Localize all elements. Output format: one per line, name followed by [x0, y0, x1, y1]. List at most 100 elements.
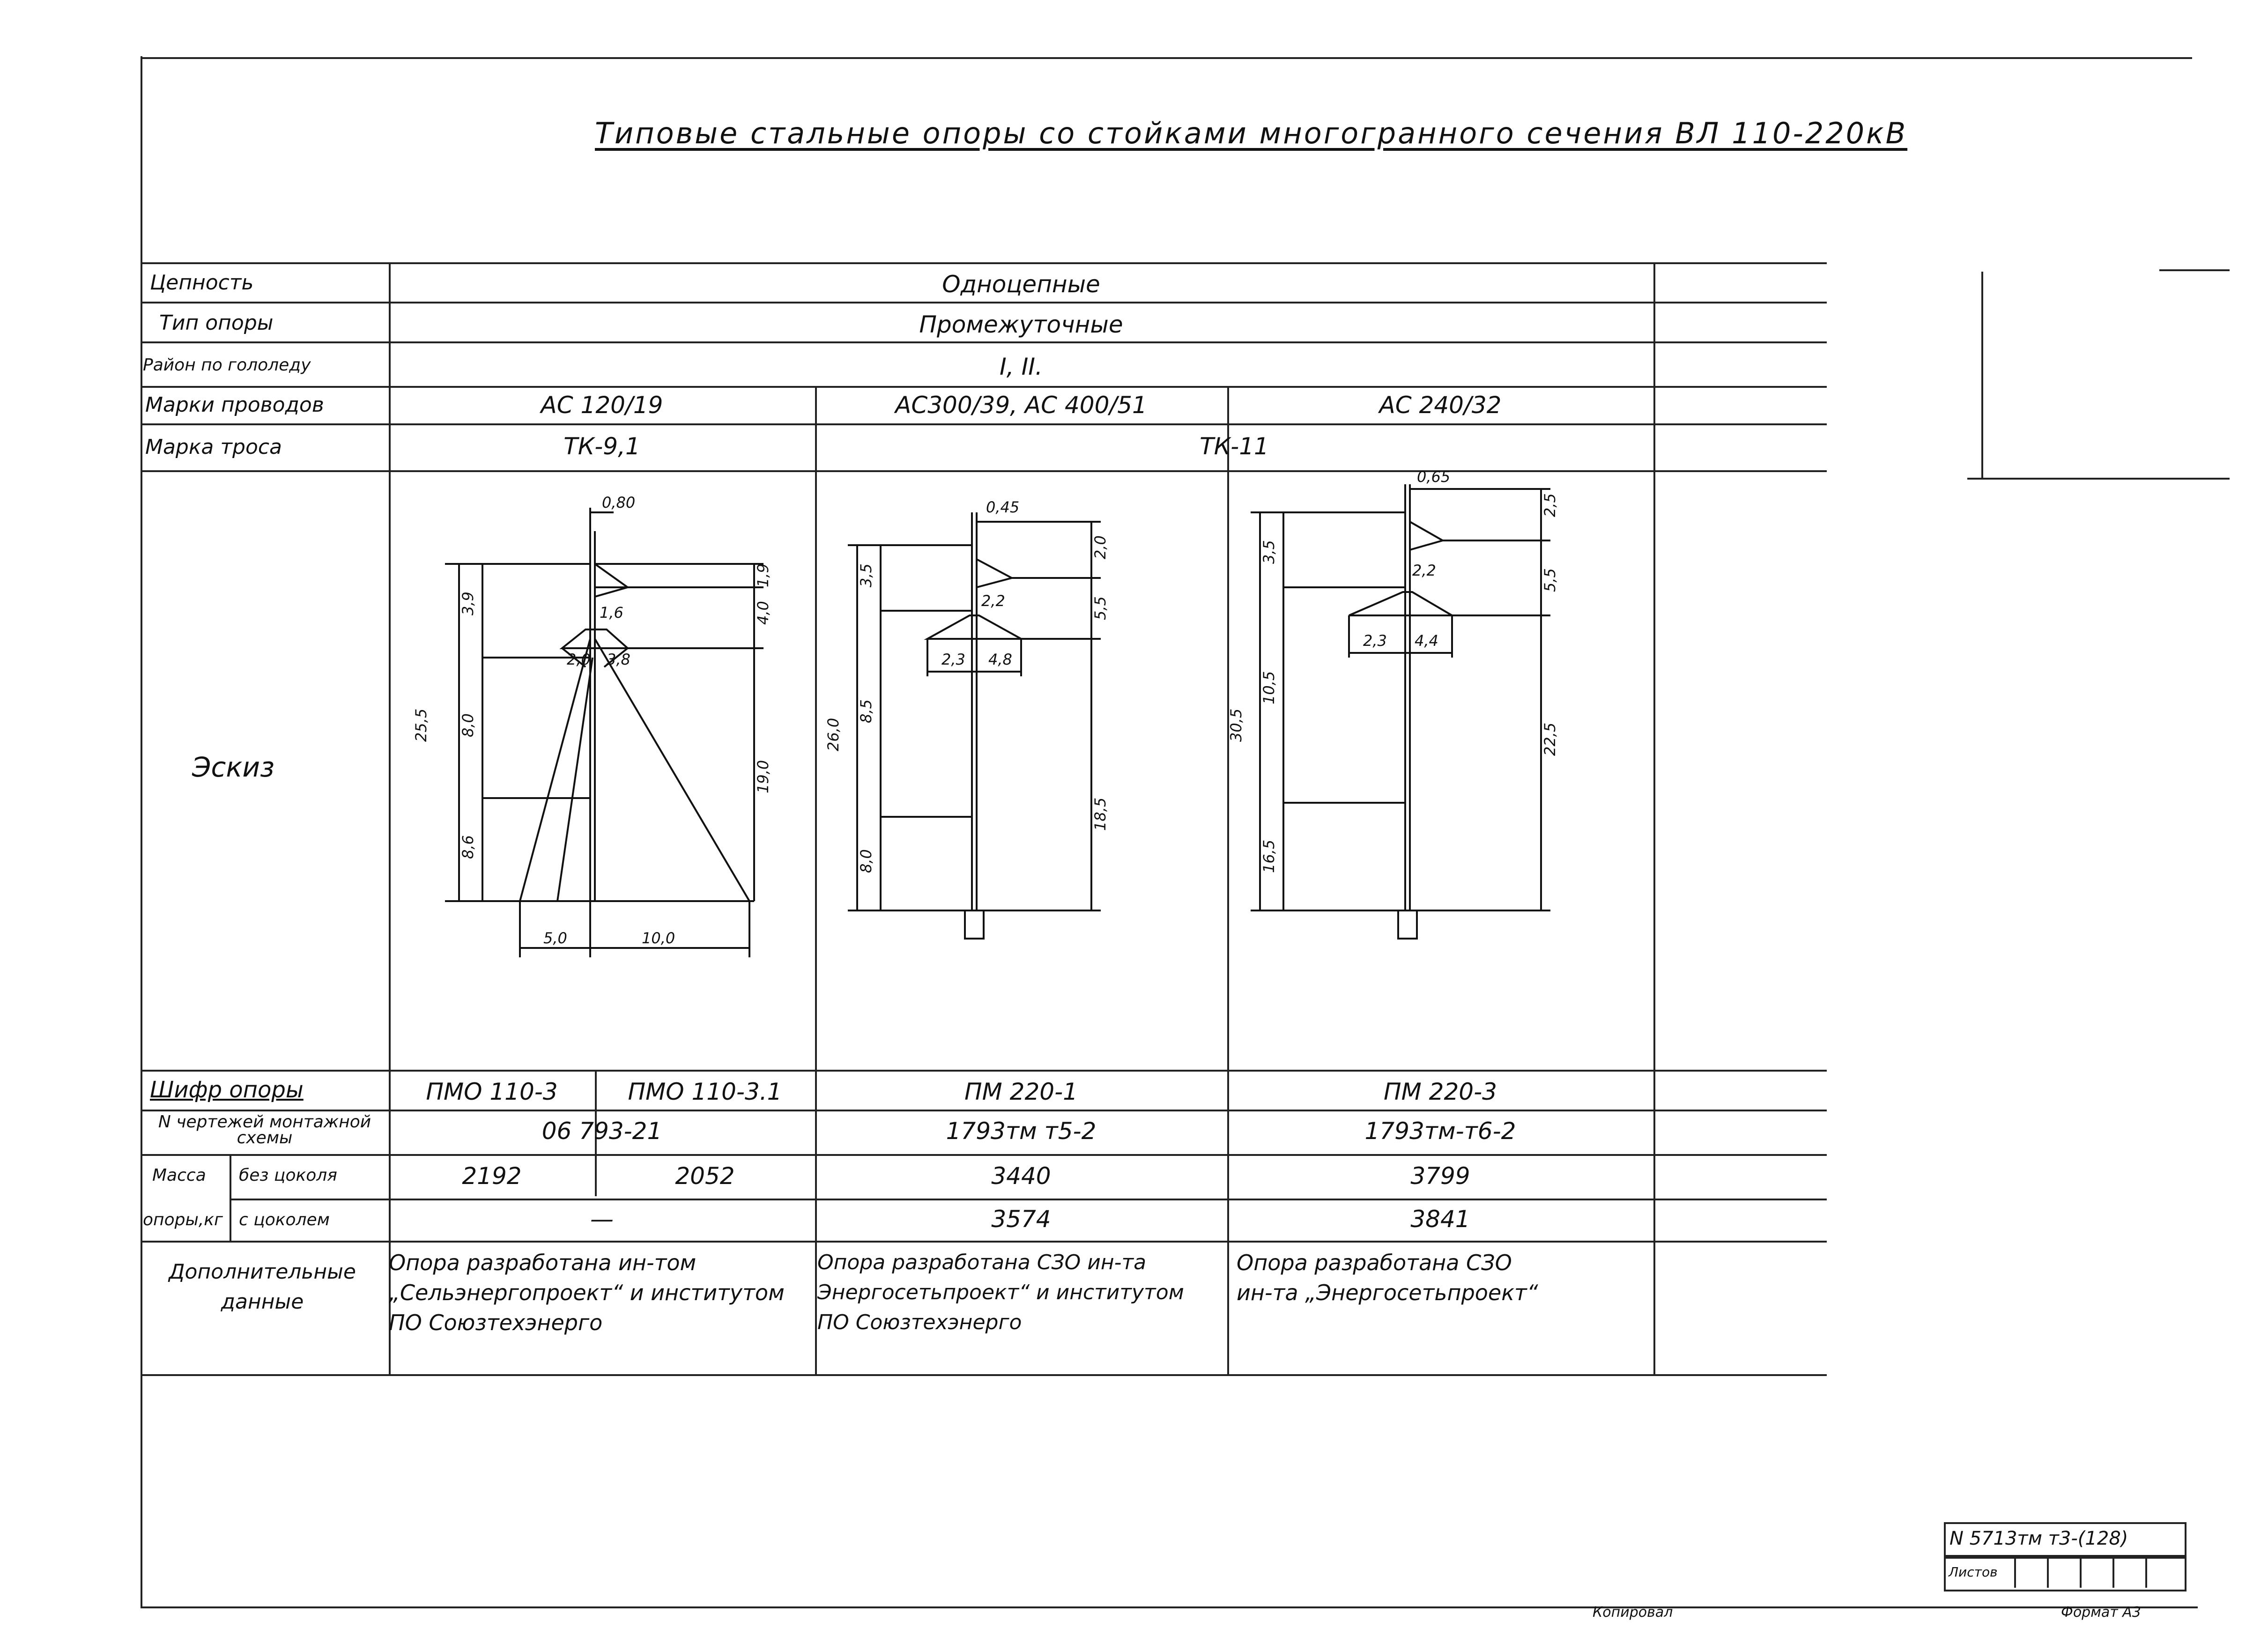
value-mass-anchor-2: 3574: [991, 1206, 1051, 1233]
value-wire-1: АС 120/19: [541, 392, 663, 419]
t1-r2: 4,0: [754, 601, 772, 625]
stamp-sheet: Листов: [1949, 1564, 1998, 1580]
t3-a3: 4,4: [1415, 632, 1438, 650]
t1-h2: 8,0: [459, 713, 477, 737]
col-line: [595, 1070, 597, 1196]
value-mass-anchor-3: 3841: [1410, 1206, 1470, 1233]
label-ice-region: Район по гололеду: [143, 355, 311, 375]
col-line: [1653, 264, 1655, 1374]
value-code-1a: ПМО 110-3: [426, 1078, 558, 1105]
title-block-stamp: N 5713тм т3-(128) Листов: [1944, 1522, 2187, 1597]
extra-1-line: ПО Союзтехэнерго: [389, 1310, 603, 1335]
stamp-divider: [2080, 1555, 2082, 1588]
tower-2-sketch: 0,45 26,0 3,5 8,5 8,0 2,0 5,5 18,5 2,2 2…: [824, 498, 1109, 940]
col-line: [815, 386, 817, 1374]
t3-h1: 3,5: [1260, 540, 1278, 564]
copied-by: Копировал: [1593, 1604, 1673, 1621]
label-drawing-no: N чертежей монтажной схемы: [158, 1112, 371, 1147]
t2-top-dim: 0,45: [986, 498, 1019, 516]
value-drawing-3: 1793тм-т6-2: [1364, 1118, 1516, 1145]
label-mass: Масса: [152, 1166, 206, 1185]
t1-a1: 1,6: [600, 604, 623, 622]
row-line: [141, 302, 1827, 303]
t3-r1: 2,5: [1541, 493, 1559, 517]
value-mass-3: 3799: [1410, 1162, 1470, 1190]
value-mass-1a: 2192: [462, 1162, 522, 1190]
extra-2-line: Опора разработана СЗО ин-та: [817, 1251, 1147, 1274]
t3-h3: 16,5: [1260, 840, 1278, 873]
value-drawing-2: 1793тм т5-2: [946, 1118, 1097, 1145]
extra-3-line: ин-та „Энергосетьпроект“: [1237, 1280, 1538, 1305]
label-mass-unit: опоры,кг: [143, 1210, 223, 1229]
value-code-1b: ПМО 110-3.1: [628, 1078, 782, 1105]
row-line: [141, 1241, 1827, 1243]
t1-h1: 3,9: [459, 592, 477, 615]
t1-a3: 3,8: [607, 651, 630, 668]
row-line: [141, 1154, 1827, 1156]
value-mass-1b: 2052: [675, 1162, 735, 1190]
value-code-2: ПМ 220-1: [964, 1078, 1078, 1105]
t2-h-total: 26,0: [824, 718, 842, 751]
t3-a2: 2,3: [1363, 632, 1387, 650]
t2-h1: 3,5: [857, 563, 875, 587]
stamp-divider: [2112, 1555, 2114, 1588]
label-without-anchor: без цоколя: [239, 1166, 337, 1185]
tower-1-sketch: 0,80 25,5 3,9 8,0 8,6 1,9 4,0 19,0 1,6 2…: [412, 494, 772, 957]
tower-3-sketch: 0,65 30,5 3,5 10,5 16,5 2,5 5,5 22,5 2,2…: [1227, 470, 1559, 940]
t2-r2: 5,5: [1091, 596, 1109, 620]
value-ice-region: I, II.: [1000, 353, 1043, 380]
t3-r3: 22,5: [1541, 723, 1559, 756]
label-with-anchor: с цоколем: [239, 1210, 330, 1229]
t3-h2: 10,5: [1260, 671, 1278, 704]
label-wire-grade: Марки проводов: [145, 393, 324, 417]
col-line: [230, 1154, 231, 1241]
extra-2-line: Энергосетьпроект“ и институтом: [817, 1280, 1184, 1304]
t3-top-dim: 0,65: [1417, 470, 1450, 486]
label-type: Тип опоры: [159, 311, 274, 335]
t1-h-total: 25,5: [412, 709, 430, 742]
stamp-divider: [2047, 1555, 2049, 1588]
t2-h2: 8,5: [857, 699, 875, 723]
label-sketch: Эскиз: [192, 751, 274, 783]
frame-top-line: [141, 57, 2192, 59]
label-circuit: Цепность: [150, 271, 254, 295]
t1-a2: 2,0: [567, 651, 591, 668]
extra-1-line: „Сельэнергопроект“ и институтом: [389, 1280, 785, 1305]
t3-h-total: 30,5: [1227, 709, 1245, 742]
stamp-number: N 5713тм т3-(128): [1949, 1528, 2128, 1549]
t1-r3: 19,0: [754, 760, 772, 793]
format-label: Формат А3: [2061, 1604, 2141, 1621]
extra-1: Опора разработана ин-том „Сельэнергопрое…: [389, 1248, 785, 1338]
spec-table: Цепность Тип опоры Район по гололеду Мар…: [141, 262, 1827, 1376]
value-mass-anchor-1: —: [590, 1206, 614, 1233]
margin-mark: [1967, 478, 2230, 480]
t1-top-dim: 0,80: [602, 494, 635, 511]
value-mass-2: 3440: [991, 1162, 1051, 1190]
drawing-frame: [141, 56, 2198, 1608]
t3-a1: 2,2: [1412, 562, 1436, 579]
row-line: [141, 423, 1827, 425]
stamp-number-box: [1944, 1522, 2186, 1559]
extra-1-line: Опора разработана ин-том: [389, 1250, 697, 1275]
t2-r1: 2,0: [1091, 535, 1109, 559]
t2-a3: 4,8: [988, 651, 1012, 668]
value-wire-2: АС300/39, АС 400/51: [895, 392, 1147, 419]
value-cable-1: ТК-9,1: [563, 433, 640, 460]
value-drawing-1: 06 793-21: [541, 1118, 662, 1145]
margin-mark: [1981, 272, 1983, 478]
value-type: Промежуточные: [919, 311, 1123, 338]
stamp-divider: [2145, 1555, 2147, 1588]
row-line: [141, 386, 1827, 388]
row-line: [141, 341, 1827, 343]
label-code: Шифр опоры: [150, 1077, 304, 1103]
row-line: [141, 1110, 1827, 1111]
value-wire-3: АС 240/32: [1379, 392, 1502, 419]
extra-2-line: ПО Союзтехэнерго: [817, 1310, 1022, 1334]
col-line: [1227, 386, 1229, 1374]
value-cable-2: ТК-11: [1200, 433, 1269, 460]
t1-h3: 8,6: [459, 835, 477, 859]
stamp-sheet-box: [1944, 1555, 2186, 1591]
t3-r2: 5,5: [1541, 568, 1559, 592]
tower-sketches: 0,80 25,5 3,9 8,0 8,6 1,9 4,0 19,0 1,6 2…: [412, 470, 1559, 957]
t1-base2: 10,0: [642, 929, 675, 947]
